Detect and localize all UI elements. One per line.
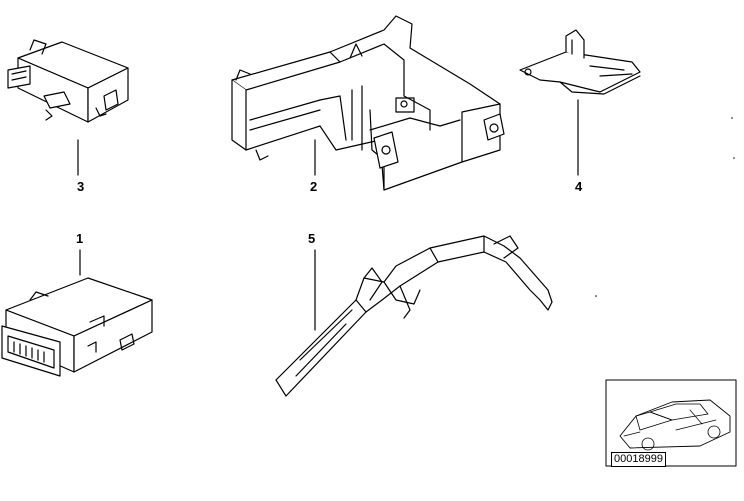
part-2-bracket[interactable] [231,15,505,191]
callout-number-5: 5 [308,231,316,246]
callout-number-4: 4 [575,179,583,194]
callout-number-2: 2 [310,179,318,194]
callout-number-3: 3 [77,179,85,194]
diagram-reference-number: 00018999 [611,452,666,467]
part-1-control-unit[interactable] [1,277,153,377]
part-4-small-bracket[interactable] [519,29,641,95]
car-thumbnail [605,379,737,467]
part-3-control-module[interactable] [7,39,129,123]
part-5-cable-holder[interactable] [275,235,553,397]
callout-number-1: 1 [76,231,84,246]
